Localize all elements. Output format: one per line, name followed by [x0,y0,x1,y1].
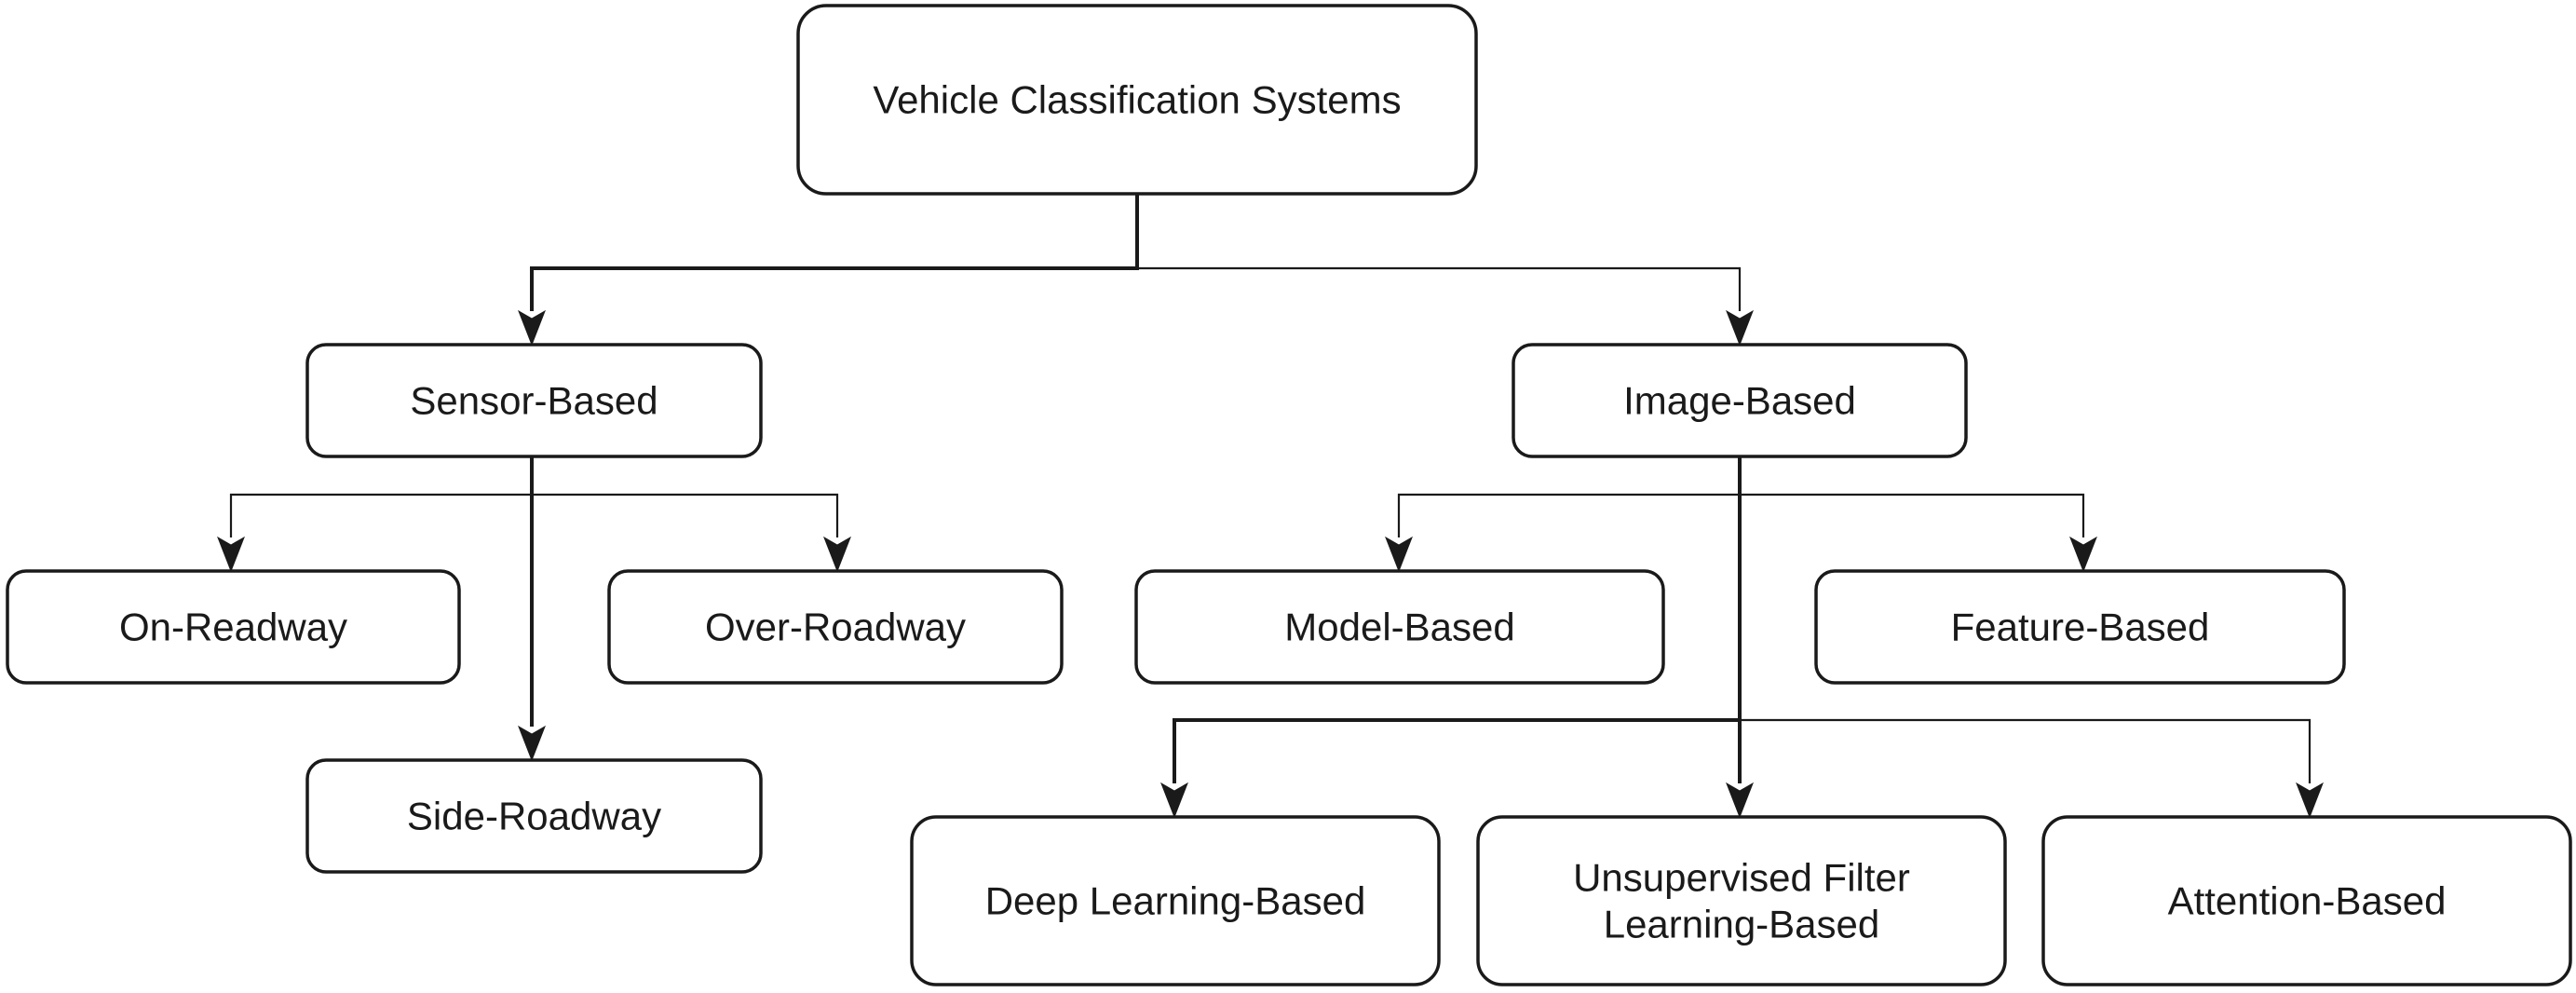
arrowhead-icon [1385,536,1413,573]
edge-vcs-to-sensor [518,194,1139,347]
node-box [1476,815,2007,986]
node-label: Over-Roadway [705,605,966,649]
edge-sensor-to-side [518,456,546,762]
node-label: Unsupervised Filter [1573,855,1910,899]
node-box [305,343,763,458]
node-box [2041,815,2572,986]
node-model: Model-Based [1134,569,1665,685]
connector-line [1135,194,1742,311]
edge-image-to-model [1385,456,1742,573]
node-label: Attention-Based [2168,879,2447,923]
node-box [1134,569,1665,685]
node-sensor: Sensor-Based [305,343,763,458]
node-label: Learning-Based [1604,903,1880,946]
node-image: Image-Based [1512,343,1968,458]
nodes-layer: Vehicle Classification SystemsSensor-Bas… [6,4,2572,986]
node-box [607,569,1064,685]
connector-line [530,456,839,537]
node-side: Side-Roadway [305,758,763,874]
node-label: On-Readway [119,605,347,649]
node-label: Sensor-Based [410,379,658,423]
connector-line [1397,456,1742,537]
edge-vcs-to-image [1135,194,1754,347]
edge-image-to-attention [1738,456,2324,819]
node-box [910,815,1441,986]
arrowhead-icon [1726,309,1754,347]
connector-line [1738,456,2312,783]
node-feature: Feature-Based [1814,569,2346,685]
node-attention: Attention-Based [2041,815,2572,986]
connector-line [530,194,1139,311]
node-label: Feature-Based [1951,605,2210,649]
edge-sensor-to-on [217,456,534,573]
edge-image-to-feature [1738,456,2097,573]
node-box [6,569,461,685]
node-label: Model-Based [1284,605,1514,649]
arrowhead-icon [823,536,851,573]
node-label: Vehicle Classification Systems [873,78,1401,122]
node-box [796,4,1478,196]
arrowhead-icon [217,536,245,573]
node-box [305,758,763,874]
arrowhead-icon [2069,536,2097,573]
arrowhead-icon [518,309,546,347]
edge-sensor-to-over [530,456,851,573]
arrowhead-icon [1160,782,1188,819]
node-deep: Deep Learning-Based [910,815,1441,986]
arrowhead-icon [2296,782,2324,819]
arrowhead-icon [518,725,546,762]
node-vcs: Vehicle Classification Systems [796,4,1478,196]
edges-layer [217,194,2324,819]
node-box [1814,569,2346,685]
node-box [1512,343,1968,458]
arrowhead-icon [1726,782,1754,819]
node-over: Over-Roadway [607,569,1064,685]
connector-line [1738,456,2085,537]
node-label: Side-Roadway [407,795,661,838]
connector-line [229,456,534,537]
node-label: Deep Learning-Based [985,879,1366,923]
node-on: On-Readway [6,569,461,685]
node-label: Image-Based [1623,379,1856,423]
